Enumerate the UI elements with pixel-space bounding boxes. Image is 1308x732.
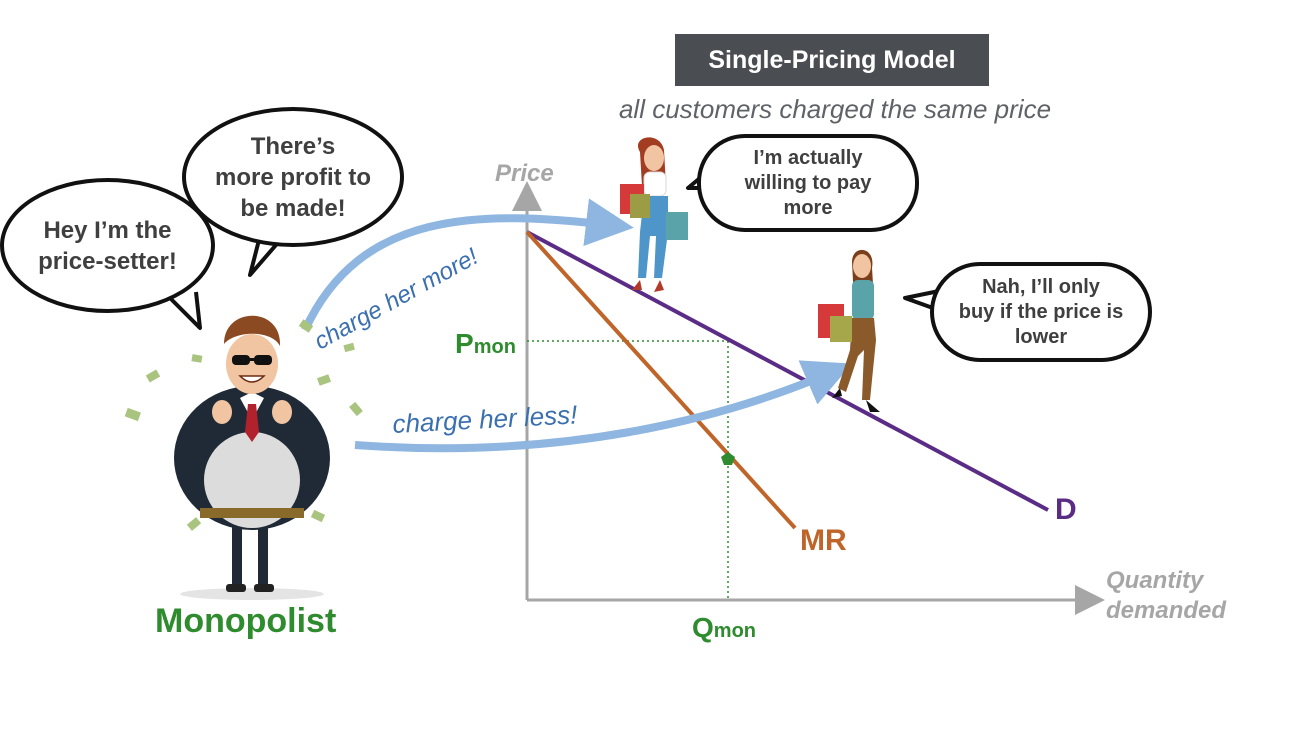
bubble-line: Hey I’m the: [43, 216, 172, 244]
intersection-marker: [721, 452, 735, 465]
monopolist-illustration: [174, 315, 330, 600]
mr-label: MR: [800, 524, 847, 557]
customer-high-illustration: [620, 137, 688, 292]
x-axis-label-line1: Quantity: [1106, 567, 1204, 594]
speech-bubble-price-setter: Hey I’m the price-setter!: [0, 178, 215, 313]
x-axis-label-line2: demanded: [1106, 597, 1227, 624]
model-subtitle: all customers charged the same price: [618, 94, 1052, 124]
model-title: Single-Pricing Model: [675, 34, 989, 86]
qmon-main: Q: [692, 612, 714, 643]
qmon-label: Qmon: [692, 612, 756, 644]
x-axis-label: Quantity demanded: [1106, 566, 1256, 626]
bubble-line: more profit to: [215, 163, 371, 191]
bubble-line: Nah, I’ll only: [982, 275, 1100, 298]
bubble-line: be made!: [240, 194, 346, 222]
bubble-line: lower: [1014, 325, 1068, 348]
demand-curve: [526, 230, 1049, 512]
mr-curve: [525, 230, 797, 530]
bubble-line: buy if the price is: [958, 300, 1124, 323]
charge-less-label: charge her less!: [392, 399, 578, 439]
speech-bubble-price-lower: Nah, I’ll only buy if the price is lower: [930, 262, 1152, 362]
bubble-line: I’m actually: [753, 146, 863, 169]
bubble-line: more: [783, 196, 833, 219]
charge-less-arrow: [354, 360, 853, 453]
pmon-main: P: [455, 328, 474, 359]
speech-bubble-willing-more: I’m actually willing to pay more: [697, 134, 919, 232]
bubble-tail-left: [166, 291, 202, 330]
customer-low-illustration: [818, 249, 880, 412]
demand-label: D: [1055, 493, 1077, 526]
charge-more-arrow: [301, 198, 634, 332]
bubble-line: price-setter!: [38, 247, 177, 275]
money-bills: [124, 319, 363, 531]
monopolist-label: Monopolist: [155, 602, 337, 640]
y-axis-label: Price: [495, 160, 554, 187]
qmon-sub: mon: [713, 620, 756, 642]
pmon-sub: mon: [473, 336, 516, 358]
speech-bubble-more-profit: There’s more profit to be made!: [182, 107, 404, 247]
bubble-line: There’s: [250, 132, 336, 160]
pmon-label: Pmon: [455, 328, 516, 360]
bubble-line: willing to pay: [744, 171, 872, 194]
